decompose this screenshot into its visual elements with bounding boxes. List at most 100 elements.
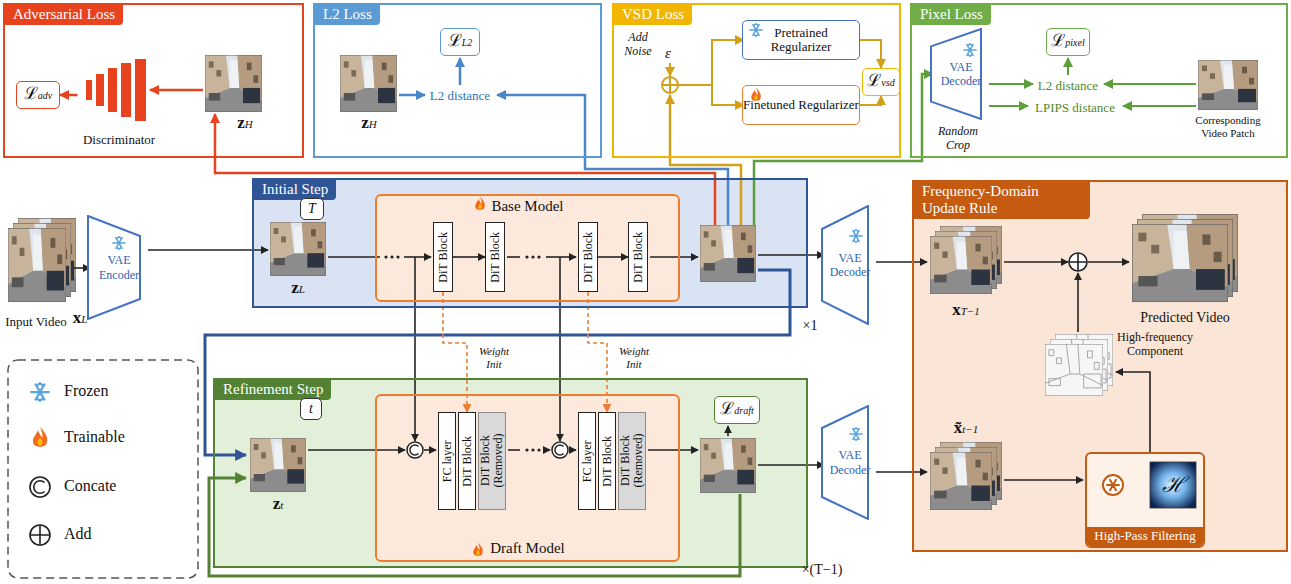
step-panel: Refinement SteptDraft ModelFC layerDiT B…	[213, 378, 808, 568]
operation-label: L2 distance	[430, 88, 490, 104]
label-slot: High-frequency Component	[1115, 330, 1195, 359]
panel-title: Frequency-Domain Update Rule	[914, 182, 1090, 219]
model-box: Draft Model FC layer DiT Block DiT Block (R…	[375, 394, 680, 562]
loss-wires	[150, 40, 1196, 225]
variable-label: xT−1	[952, 300, 980, 321]
dit-block: DiT Block	[433, 222, 453, 292]
loss-term: ℒvsd	[862, 68, 900, 96]
label-slot: zH	[352, 113, 386, 134]
variable-label: xL	[73, 308, 88, 329]
dit-block: DiT Block	[458, 412, 476, 510]
connector	[860, 96, 881, 105]
label-slot: LPIPS distance	[1025, 98, 1125, 116]
node-label: VAE Decoder	[821, 251, 879, 280]
node-label: ℒpixel	[1051, 31, 1084, 53]
variable-label: ε	[665, 45, 671, 62]
connector	[598, 256, 628, 258]
label-slot: zt	[263, 494, 293, 515]
vae-decoder: VAE Decoder	[821, 205, 879, 325]
label-slot: zH	[228, 113, 262, 134]
loss-panel: VSD LossPretrained RegularizerFinetuned …	[612, 3, 901, 158]
add-symbol	[1069, 253, 1087, 271]
connector	[860, 40, 881, 68]
label-slot: x̃t−1	[946, 418, 986, 439]
dit-block: DiT Block	[598, 412, 616, 510]
node-label: ℒL2	[448, 31, 473, 53]
legend-row: Concate	[64, 477, 116, 495]
frozen-icon	[31, 24, 976, 440]
legend-symbols	[30, 477, 50, 545]
repeat-count: ×(T−1)	[802, 562, 843, 578]
panel-title: Adversarial Loss	[5, 5, 123, 25]
label-slot: zL	[283, 278, 313, 299]
loop-wires	[205, 270, 790, 576]
node-label: ℒdraft	[720, 399, 753, 421]
regularizer-box: Finetuned Regularizer	[742, 85, 860, 125]
loss-panel: Adversarial LossℒadvDiscriminator	[3, 3, 304, 158]
node-label: DiT Block	[601, 416, 614, 506]
connector	[60, 94, 78, 97]
loss-term: ℒpixel	[1046, 28, 1090, 56]
node-label: FC layer	[441, 416, 454, 506]
timestep-box: t	[300, 398, 322, 420]
label-slot: ×(T−1)	[792, 560, 852, 578]
node-label: t	[309, 401, 313, 416]
operation-label: LPIPS distance	[1035, 100, 1115, 116]
label-slot: Add Noise	[616, 30, 660, 59]
label-slot: Predicted Video	[1130, 308, 1240, 326]
image-caption: High-frequency Component	[1115, 330, 1195, 358]
node-label: VAE Decoder	[821, 448, 879, 477]
discriminator: Discriminator	[78, 58, 161, 148]
node-label: DiT Block	[582, 226, 595, 288]
vae-encoder: VAE Encoder	[87, 215, 151, 320]
dit-block: DiT Block	[485, 222, 505, 292]
node-label: DiT Block (Removed)	[479, 416, 504, 506]
label-slot: Random Crop	[930, 124, 986, 153]
connector	[453, 256, 485, 258]
filter-symbol: ℋ	[1162, 472, 1185, 498]
node-label: Draft Model	[490, 539, 565, 557]
loss-term: ℒadv	[16, 81, 60, 109]
panel-title: Pixel Loss	[912, 5, 991, 25]
dit-block: DiT Block	[628, 222, 648, 292]
node-label: Base Model	[491, 197, 563, 215]
variable-label: zL	[291, 278, 305, 299]
node-label: DiT Block	[461, 416, 474, 506]
label-slot: ×1	[797, 316, 823, 334]
trainable-icon	[33, 88, 761, 556]
legend-text: Trainable	[64, 428, 125, 446]
step-panel: Initial StepTBase ModelDiT BlockDiT Bloc…	[252, 178, 808, 308]
dit-block: DiT Block	[578, 222, 598, 292]
node-label: ℒvsd	[867, 71, 894, 93]
node-label: Pretrained Regularizer	[743, 26, 859, 55]
legend-text: Add	[64, 525, 92, 543]
panel-fill	[8, 178, 1288, 578]
node-label: FC layer	[581, 416, 594, 506]
legend-row: Trainable	[64, 428, 125, 446]
node-label: DiT Block (Removed)	[619, 416, 644, 506]
legend-row: Frozen	[64, 382, 108, 400]
panel-title: VSD Loss	[614, 5, 692, 25]
update-panel: Frequency-Domain Update RuleHigh-Pass Fi…	[912, 180, 1288, 552]
image-caption: Corresponding Video Patch	[1182, 114, 1274, 140]
add-symbol	[662, 77, 678, 93]
filter-box: High-Pass Filtering	[1085, 452, 1205, 548]
edge-label: Weight Init	[472, 345, 516, 371]
loss-term: ℒL2	[440, 28, 480, 56]
removed-block: DiT Block (Removed)	[618, 412, 646, 510]
label-slot: xT−1	[946, 300, 986, 321]
operation-label: Add Noise	[616, 30, 660, 58]
variable-label: x̃t−1	[954, 418, 978, 439]
video-frames	[8, 55, 1258, 510]
label-slot: L2 distance	[1026, 76, 1110, 94]
timestep-box: T	[300, 198, 324, 220]
image-caption: Input Video	[5, 314, 66, 330]
node-label: DiT Block	[437, 226, 450, 288]
operation-label: Random Crop	[930, 124, 986, 152]
node-label: Discriminator	[83, 132, 155, 148]
label-slot: ℋ	[1158, 472, 1188, 498]
variable-label: zH	[361, 113, 377, 134]
label-slot: xL	[69, 308, 91, 329]
node-label: DiT Block	[632, 226, 645, 288]
